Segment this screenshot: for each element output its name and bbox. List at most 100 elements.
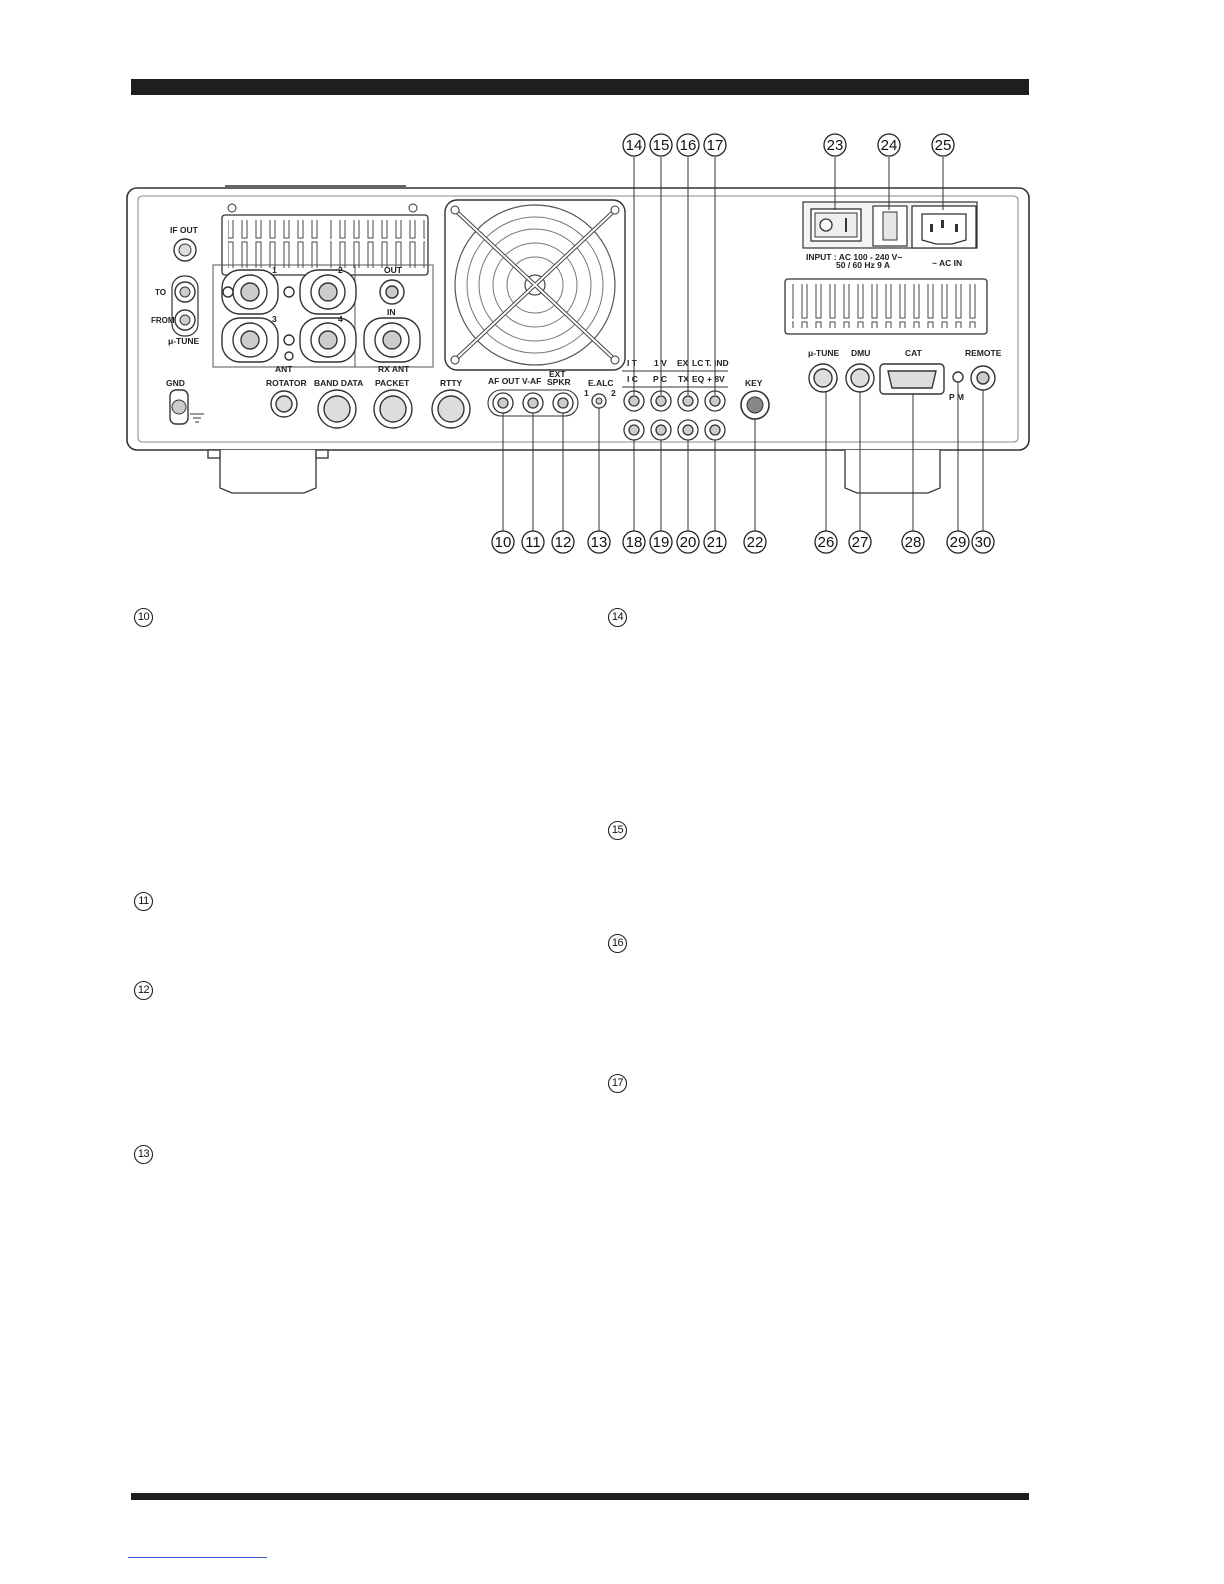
svg-text:11: 11 [525,534,541,551]
callout-29: 29 [946,530,970,554]
label-rx-ant: RX ANT [378,364,410,374]
rca-top-2: EX [677,358,689,368]
rear-panel-diagram: IF OUT TO FROM μ-TUNE GND 1 2 3 4 OUT IN… [126,133,1030,554]
label-rtty: RTTY [440,378,463,388]
svg-text:12: 12 [555,534,572,551]
svg-text:21: 21 [707,534,724,551]
label-spkr: SPKR [547,377,571,387]
audio-jacks [492,392,574,414]
leader-lines [502,157,984,531]
section-marker-16: 16 [607,933,628,954]
label-cat: CAT [905,348,923,358]
rear-vent [784,278,988,335]
callout-30: 30 [971,530,995,554]
label-gnd: GND [166,378,185,388]
label-alc-1: 1 [584,388,589,398]
din-connectors [270,389,471,429]
svg-text:30: 30 [975,534,992,551]
if-out-jack [173,238,197,262]
svg-text:27: 27 [852,534,869,551]
label-remote: REMOTE [965,348,1002,358]
callout-24: 24 [877,133,901,157]
section-marker-14: 14 [607,607,628,628]
callout-12: 12 [551,530,575,554]
svg-text:16: 16 [680,137,697,154]
callout-22: 22 [743,530,767,554]
callout-19: 19 [649,530,673,554]
ac-inlet [911,205,977,249]
label-af-out: AF OUT [488,376,520,386]
rca-mid-2: TX [678,374,689,384]
label-alc-2: 2 [611,388,616,398]
label-mu-tune-left: μ-TUNE [168,336,200,346]
label-key: KEY [745,378,763,388]
label-ant-2: 2 [338,265,343,275]
rca-mid-4: + 8V [707,374,725,384]
svg-text:26: 26 [818,534,835,551]
svg-text:10: 10 [495,534,512,551]
section-marker-13: 13 [133,1144,154,1165]
label-from: FROM [151,316,175,325]
callout-17: 17 [703,133,727,157]
label-out: OUT [384,265,403,275]
rca-mid-3: EQ [692,374,705,384]
rca-top-4: T. IND [705,358,729,368]
callout-21: 21 [703,530,727,554]
callout-11: 11 [521,530,545,554]
svg-text:15: 15 [653,137,670,154]
label-ant-3: 3 [272,314,277,324]
top-vent [221,203,429,276]
svg-text:22: 22 [747,534,764,551]
svg-text:19: 19 [653,534,670,551]
callout-27: 27 [848,530,872,554]
label-p-m: P M [949,392,964,402]
gnd-terminal [169,389,204,425]
svg-text:20: 20 [680,534,697,551]
e-alc-jack [591,393,607,409]
label-in: IN [387,307,396,317]
rca-top-0: I T [627,358,638,368]
section-marker-10: 10 [133,607,154,628]
svg-text:24: 24 [881,137,898,154]
svg-text:25: 25 [935,137,952,154]
callout-26: 26 [814,530,838,554]
rca-mid-1: P C [653,374,667,384]
label-ac-in: ~ AC IN [932,258,962,268]
callout-10: 10 [491,530,515,554]
callout-25: 25 [931,133,955,157]
svg-text:17: 17 [707,137,724,154]
svg-text:29: 29 [950,534,967,551]
antenna-panel [212,264,434,368]
callout-15: 15 [649,133,673,157]
key-jack [740,390,770,420]
callout-18: 18 [622,530,646,554]
power-switch [810,208,862,242]
rca-mid-0: I C [627,374,638,384]
section-marker-12: 12 [133,980,154,1001]
header-rule [131,79,1029,95]
label-mu-tune-right: μ-TUNE [808,348,840,358]
section-marker-17: 17 [607,1073,628,1094]
section-marker-11: 11 [133,891,154,912]
svg-text:23: 23 [827,137,844,154]
label-e-alc: E.ALC [588,378,614,388]
antenna-connectors [221,269,421,363]
label-input-rating-1: INPUT : AC 100 - 240 V~ [806,252,902,262]
callout-14: 14 [622,133,646,157]
svg-text:14: 14 [626,137,643,154]
label-rotator: ROTATOR [266,378,307,388]
label-to: TO [155,288,166,297]
label-ext: EXT [549,369,566,379]
rca-top-3: LC [692,358,703,368]
footer-link-underline[interactable] [128,1557,267,1558]
svg-text:18: 18 [626,534,643,551]
footer-rule [131,1493,1029,1500]
label-ant-1: 1 [272,265,277,275]
label-input-rating-2: 50 / 60 Hz 9 A [836,260,890,270]
label-ant: ANT [275,364,293,374]
chassis-feet [207,449,941,494]
callout-13: 13 [587,530,611,554]
label-if-out: IF OUT [170,225,199,235]
mu-tune-to-from-jacks [171,275,199,337]
label-band-data: BAND DATA [314,378,363,388]
